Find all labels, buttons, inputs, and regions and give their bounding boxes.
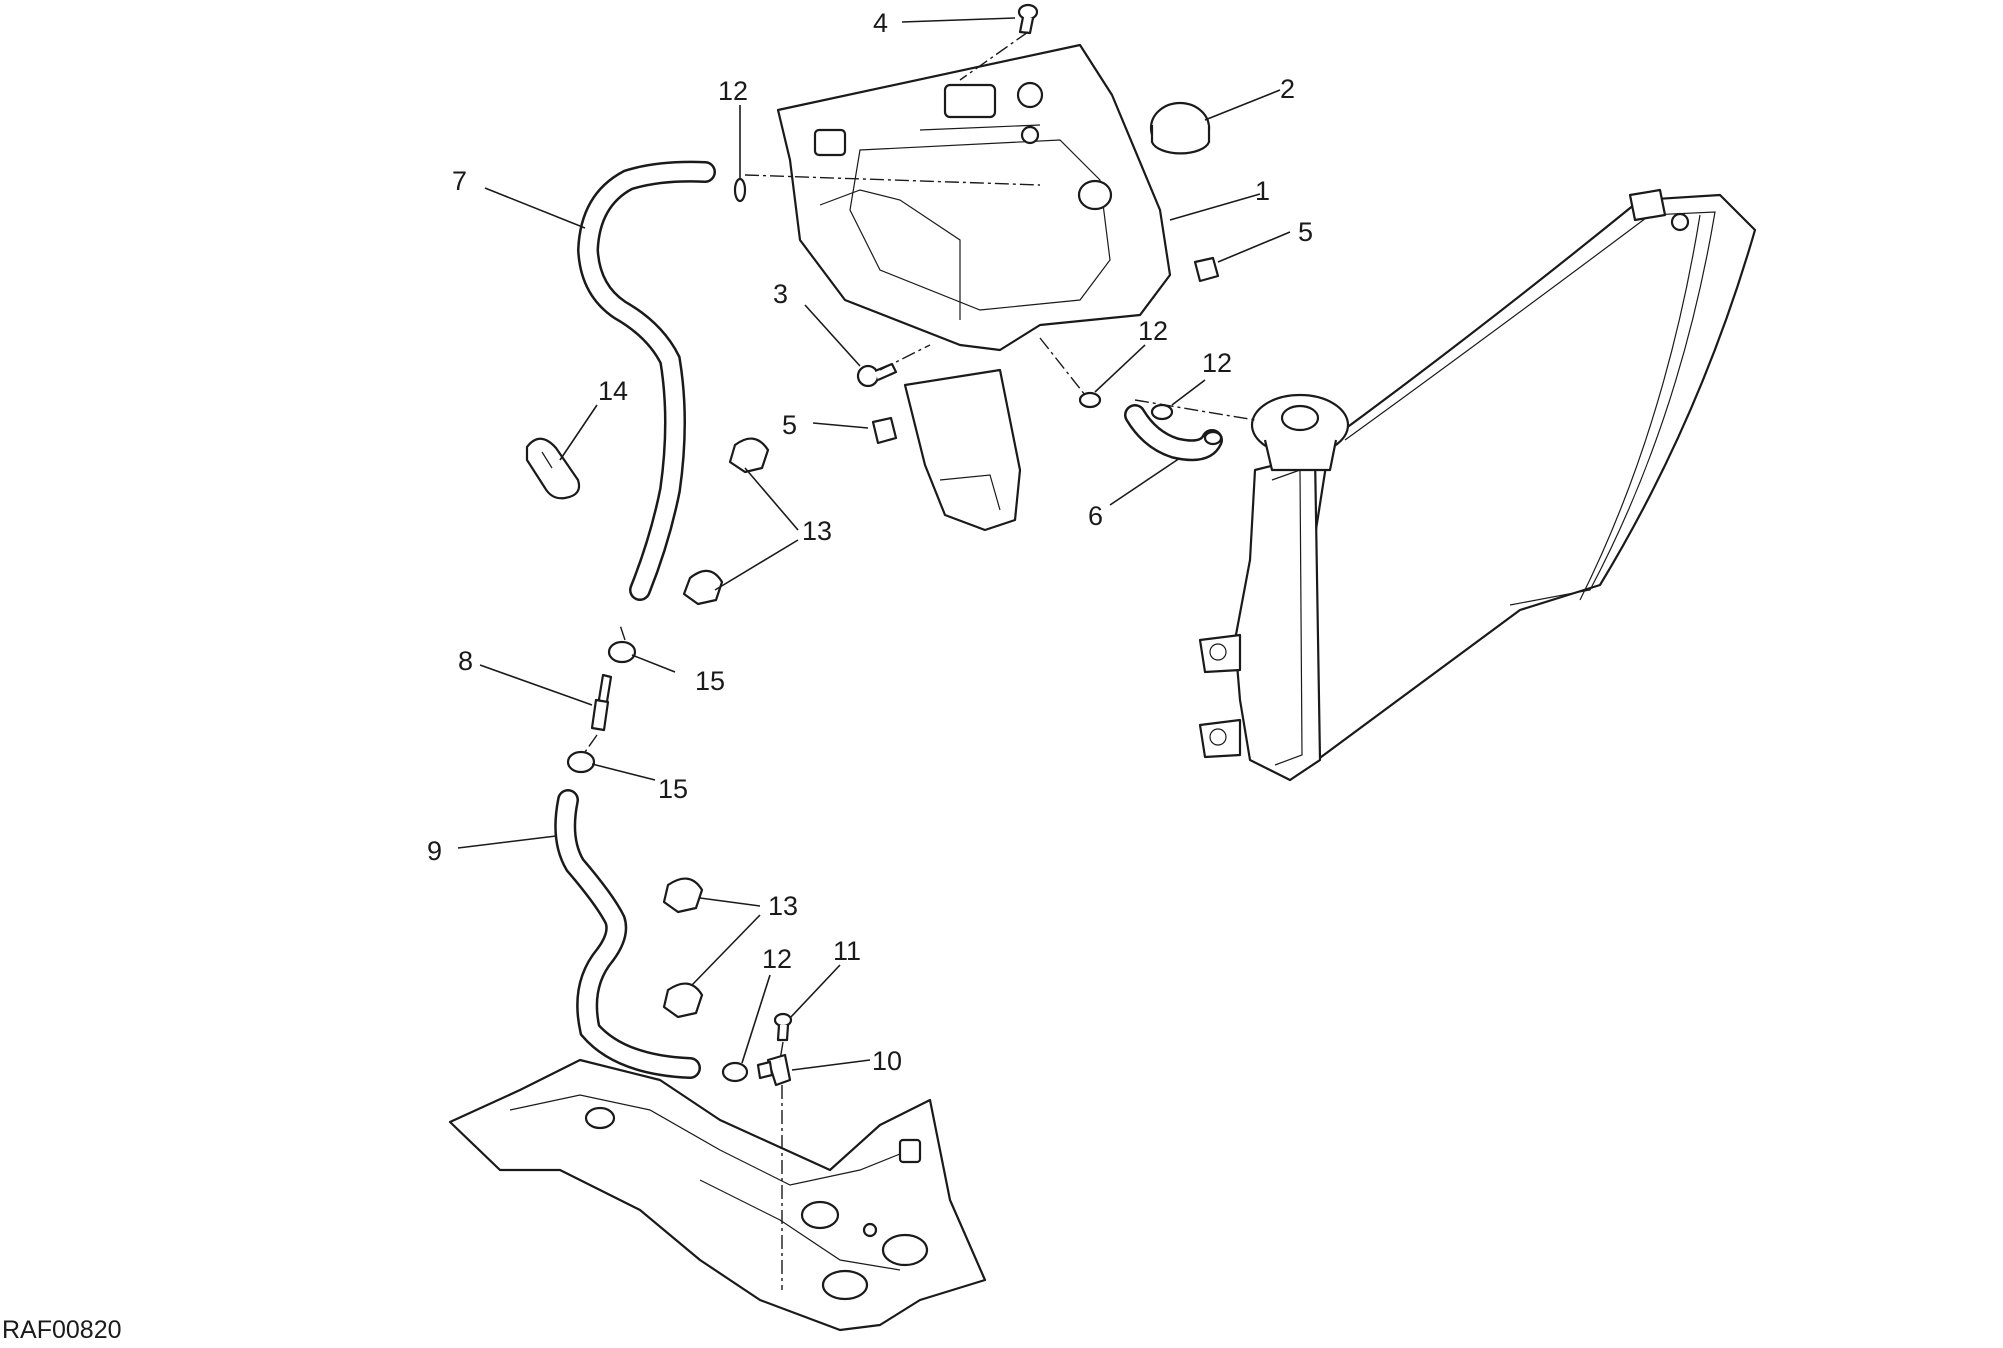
callout-8: 8 — [458, 646, 473, 676]
callout-5-upper: 5 — [1298, 217, 1313, 247]
callout-5-lower: 5 — [782, 410, 797, 440]
callout-10: 10 — [872, 1046, 902, 1076]
screw-3 — [856, 362, 898, 388]
hose-6 — [1124, 404, 1223, 462]
expansion-tank — [776, 43, 1172, 352]
callout-14: 14 — [598, 376, 628, 406]
clamp-12-lower — [721, 1061, 749, 1083]
leader-lines — [457, 17, 1291, 1071]
radiator — [1198, 188, 1757, 782]
callout-15-upper: 15 — [695, 666, 725, 696]
callout-11: 11 — [833, 936, 861, 966]
clamp-12-top — [733, 177, 747, 203]
hose-clip-13-c — [662, 877, 704, 914]
callout-13-lower: 13 — [768, 891, 798, 921]
callout-12-top: 12 — [718, 76, 748, 106]
clip-5-lower — [871, 416, 898, 445]
callout-7: 7 — [452, 166, 467, 196]
assembly-lines — [584, 31, 1256, 1290]
fitting-10 — [756, 1053, 792, 1087]
callout-13-upper: 13 — [802, 516, 832, 546]
hose-7 — [576, 160, 716, 601]
clip-5-upper — [1193, 256, 1220, 283]
callout-12-middle: 12 — [1138, 316, 1168, 346]
callout-12-lower: 12 — [762, 944, 792, 974]
callout-4: 4 — [873, 8, 888, 38]
tag-14 — [525, 437, 581, 500]
connector-8 — [590, 673, 613, 732]
hose-clip-13-b — [682, 569, 724, 606]
filler-cap — [1077, 101, 1211, 211]
clamp-12-right — [1150, 403, 1174, 421]
callout-12-right: 12 — [1202, 348, 1232, 378]
screw-11 — [773, 1012, 793, 1042]
hose-clip-13-d — [662, 982, 704, 1019]
callout-3: 3 — [773, 279, 788, 309]
tank-mounting-bracket — [903, 368, 1022, 532]
callout-9: 9 — [427, 836, 442, 866]
callout-6: 6 — [1088, 501, 1103, 531]
callout-1: 1 — [1255, 176, 1270, 206]
clamp-12-middle — [1078, 391, 1102, 409]
clamp-15-lower — [566, 750, 596, 774]
drawing-code-label: RAF00820 — [2, 1316, 122, 1344]
clamp-15-upper — [607, 640, 637, 664]
screw-4 — [1017, 3, 1039, 35]
callout-2: 2 — [1280, 74, 1295, 104]
radiator-cap — [1250, 393, 1350, 472]
bottom-cover — [448, 1058, 987, 1332]
callout-labels: 1 2 3 4 5 5 6 7 8 9 10 11 12 12 12 12 13… — [427, 8, 1313, 1076]
hose-clip-13-a — [728, 437, 770, 474]
hose-9 — [554, 789, 701, 1079]
callout-15-lower: 15 — [658, 774, 688, 804]
